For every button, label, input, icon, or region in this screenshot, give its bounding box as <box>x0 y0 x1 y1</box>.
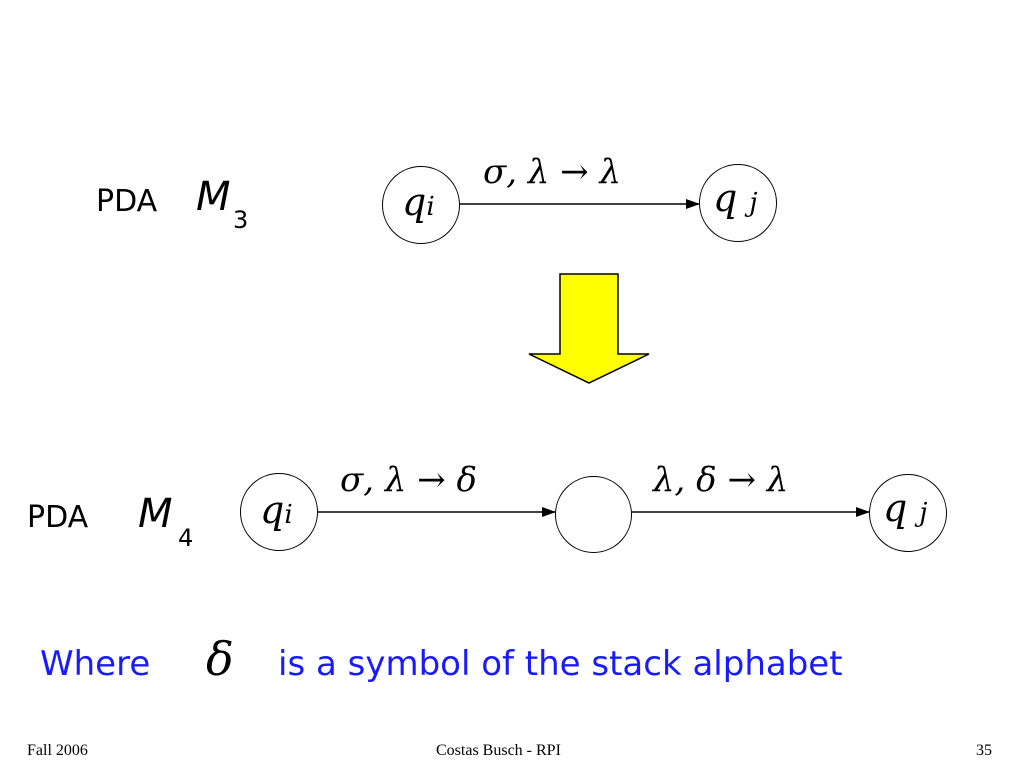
m4-pda-label: PDA <box>27 500 89 535</box>
note-description: is a symbol of the stack alphabet <box>278 644 843 684</box>
m4-state-intermediate <box>555 476 632 553</box>
m4-machine-subscript: 4 <box>178 524 194 552</box>
m4-transition-2-label: λ, δ → λ <box>653 460 789 500</box>
footer-page-number: 35 <box>976 742 992 759</box>
transform-down-arrow <box>528 273 650 384</box>
m3-state-qi <box>382 166 460 244</box>
m3-transition-label: σ, λ → λ <box>483 152 622 192</box>
note-where: Where <box>40 644 151 684</box>
footer-date: Fall 2006 <box>27 742 88 759</box>
m3-machine-subscript: 3 <box>233 206 249 234</box>
note-delta-symbol: δ <box>206 632 234 686</box>
m3-pda-label: PDA <box>96 184 158 219</box>
m4-state-qj-label: q j <box>883 486 928 530</box>
m4-state-qi <box>240 473 318 551</box>
m4-state-qi-label: qi <box>260 488 293 532</box>
m3-state-qj <box>699 164 777 242</box>
m3-machine-symbol: M <box>196 174 231 220</box>
m3-state-qi-label: qi <box>402 180 435 224</box>
m3-state-qj-label: q j <box>713 176 758 220</box>
m4-state-qj <box>869 474 947 552</box>
footer-author: Costas Busch - RPI <box>436 742 561 759</box>
m4-transition-1-label: σ, λ → δ <box>340 460 477 500</box>
m4-machine-symbol: M <box>138 491 173 537</box>
